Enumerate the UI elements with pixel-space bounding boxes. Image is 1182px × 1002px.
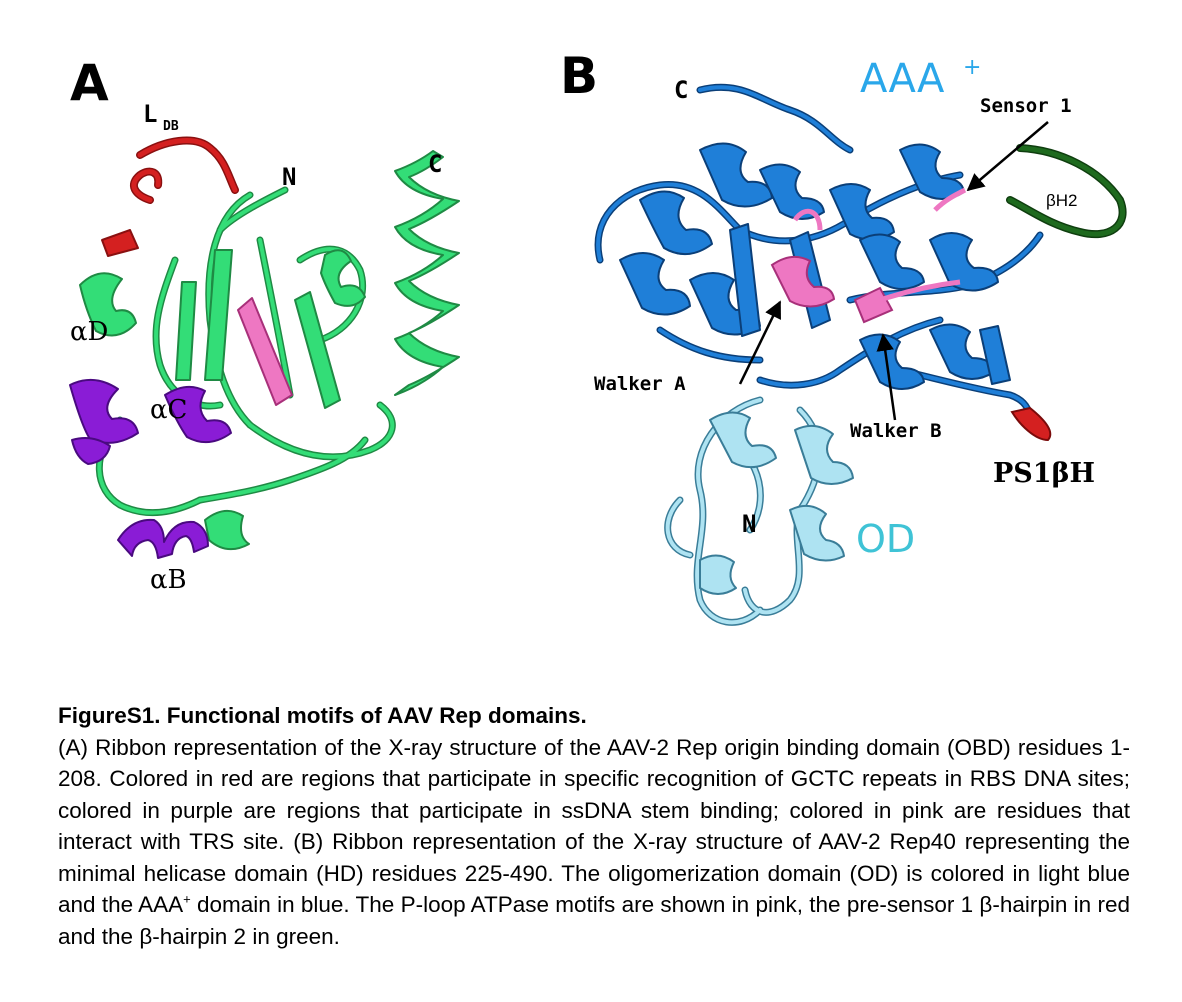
ldb-label: L — [143, 100, 157, 128]
panel-b: B — [560, 47, 1127, 626]
figure-s1: A — [69, 47, 1127, 626]
aaa-superscript: + — [963, 55, 981, 80]
a-c-terminus-label: C — [428, 150, 442, 178]
walker-b-label: Walker B — [850, 420, 942, 442]
alpha-b-label: αB — [150, 565, 187, 595]
od-label: OD — [856, 517, 915, 561]
alpha-c-label: αC — [150, 395, 187, 425]
sensor1-label: Sensor 1 — [980, 95, 1072, 117]
alpha-c-helix — [164, 385, 232, 444]
p-loop-motifs — [770, 187, 967, 324]
od-domain — [664, 396, 854, 626]
obd-helix-c — [394, 150, 460, 396]
beta-hairpin-2 — [1006, 144, 1127, 239]
ldb-subscript: DB — [163, 119, 179, 134]
trs-strand — [237, 297, 293, 406]
caption-superscript: + — [183, 891, 191, 907]
panel-b-letter: B — [560, 47, 598, 105]
obd-ribbon — [69, 136, 460, 559]
obd-coil — [95, 186, 396, 517]
obd-beta-sheet — [175, 249, 341, 409]
caption-title: FigureS1. Functional motifs of AAV Rep d… — [58, 703, 587, 728]
aaa-label: AAA — [860, 56, 945, 102]
ps1-beta-hairpin — [1010, 406, 1052, 442]
annotation-arrows — [738, 121, 1049, 421]
b-n-terminus-label: N — [742, 510, 756, 538]
caption-body: (A) Ribbon representation of the X-ray s… — [58, 732, 1130, 953]
walker-a-motif — [770, 255, 836, 308]
ldb-loop — [101, 136, 239, 257]
ps1bh-label: PS1βH — [993, 458, 1095, 489]
b-c-terminus-label: C — [674, 76, 688, 104]
alpha-d-helix — [69, 378, 139, 465]
alpha-d-label: αD — [70, 317, 108, 347]
figure-caption: FigureS1. Functional motifs of AAV Rep d… — [58, 700, 1130, 952]
aaa-domain — [594, 83, 1044, 424]
alpha-b-helix — [117, 518, 209, 559]
caption-text-part1: (A) Ribbon representation of the X-ray s… — [58, 734, 1130, 918]
beta-h2-label: βH2 — [1046, 191, 1078, 210]
caption-text-part2: domain in blue. The P-loop ATPase motifs… — [58, 892, 1130, 949]
panel-a-letter: A — [70, 54, 109, 112]
panel-a: A — [69, 54, 460, 595]
a-n-terminus-label: N — [282, 163, 296, 191]
walker-a-label: Walker A — [594, 373, 686, 395]
